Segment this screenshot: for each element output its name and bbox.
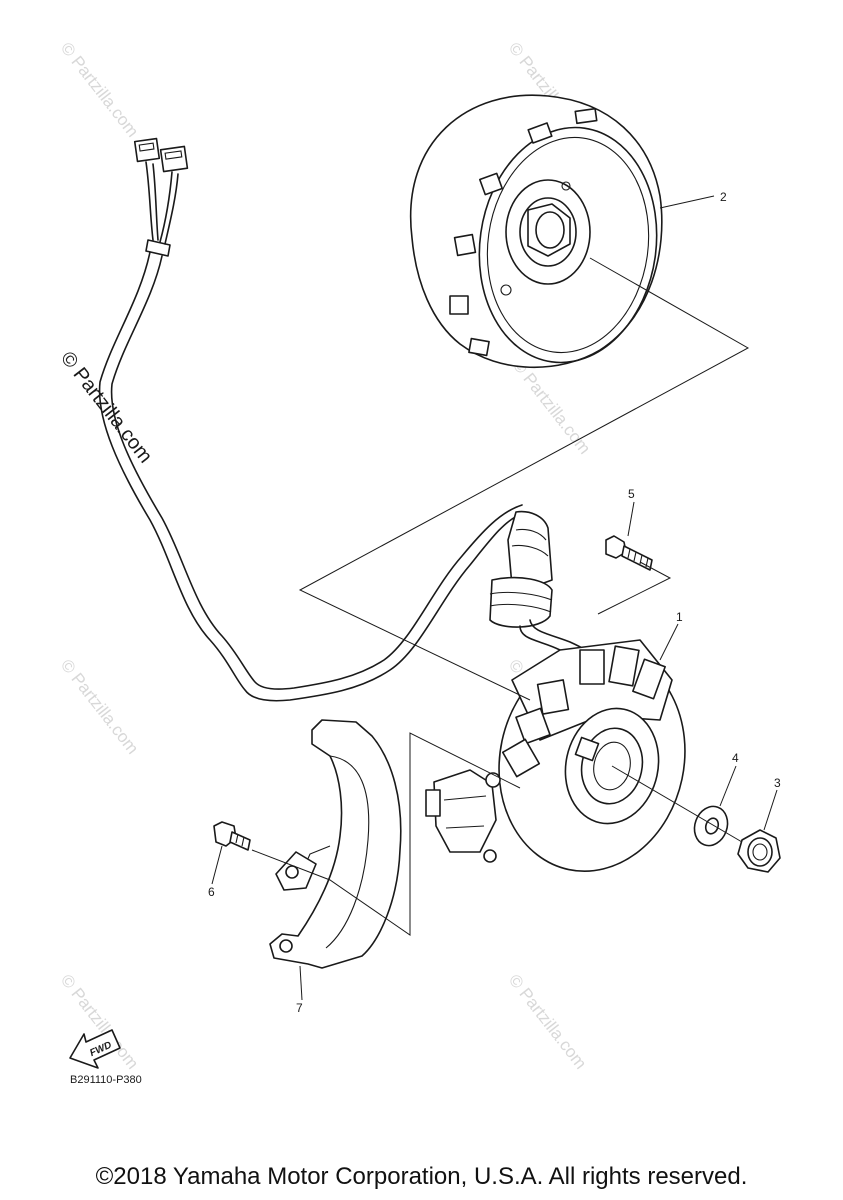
callout-6: 6 <box>208 885 215 899</box>
watermark-text: © Partzilla.com <box>505 971 591 1073</box>
callout-5: 5 <box>628 487 635 501</box>
stator-assembly <box>425 639 686 873</box>
callout-1: 1 <box>676 610 683 624</box>
copyright-notice: ©2018 Yamaha Motor Corporation, U.S.A. A… <box>95 1163 748 1190</box>
callouts: 2 5 1 4 3 6 7 <box>208 190 781 1015</box>
callout-4: 4 <box>732 751 739 765</box>
connector-plug <box>133 137 161 163</box>
watermark-text: © Partzilla.com <box>57 39 143 141</box>
flywheel-nut <box>737 829 781 873</box>
flywheel-rotor <box>409 94 663 369</box>
drawing-code: B291110-P380 <box>70 1074 142 1086</box>
watermark-text: © Partzilla.com <box>509 356 595 458</box>
assembly-lines <box>251 257 750 936</box>
washer <box>693 805 729 847</box>
lead-holder-bracket <box>269 719 402 969</box>
callout-7: 7 <box>296 1001 303 1015</box>
callout-3: 3 <box>774 776 781 790</box>
callout-2: 2 <box>720 190 727 204</box>
screw-lower <box>213 821 251 851</box>
forward-arrow-icon: FWD <box>69 1029 121 1069</box>
connector-plug <box>159 145 189 173</box>
watermark-text: © Partzilla.com <box>57 656 143 758</box>
